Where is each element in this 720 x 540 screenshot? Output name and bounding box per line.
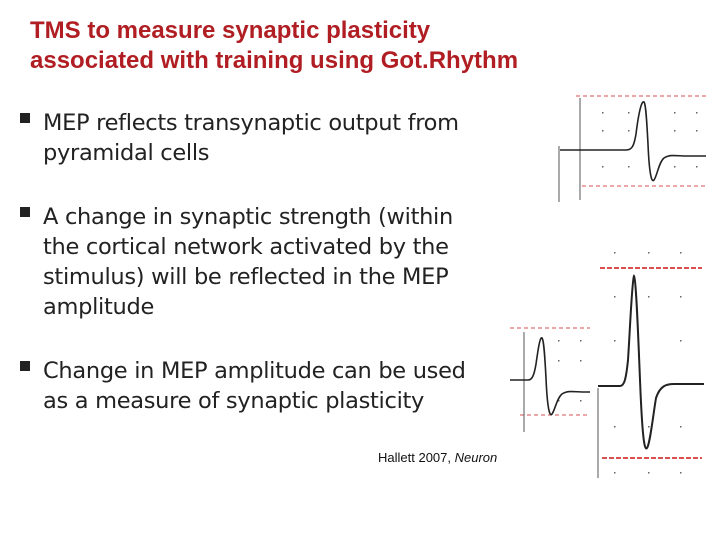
citation-journal: Neuron bbox=[454, 450, 498, 465]
slide-title: TMS to measure synaptic plasticity assoc… bbox=[30, 16, 630, 76]
citation: Hallett 2007, Neuron bbox=[378, 450, 497, 465]
title-line-2: associated with training using Got.Rhyth… bbox=[30, 47, 519, 74]
bullet-line: A change in synaptic strength (within bbox=[43, 204, 453, 230]
bullet-item-mep-output: MEP reflects transynaptic output from py… bbox=[20, 108, 520, 168]
bullet-line: pyramidal cells bbox=[43, 140, 210, 166]
bullet-line: Change in MEP amplitude can be used bbox=[43, 358, 466, 384]
citation-author: Hallett 2007, bbox=[378, 450, 455, 465]
grid-dots bbox=[558, 340, 582, 402]
waveform bbox=[598, 274, 704, 450]
bullet-item-synaptic-strength: A change in synaptic strength (within th… bbox=[20, 202, 520, 322]
bullet-list: MEP reflects transynaptic output from py… bbox=[20, 108, 520, 450]
bullet-line: amplitude bbox=[43, 294, 154, 320]
grid-dots bbox=[602, 112, 698, 168]
mep-trace-small-top bbox=[558, 95, 706, 202]
bullet-line: the cortical network activated by the bbox=[43, 234, 449, 260]
bullet-line: stimulus) will be reflected in the MEP bbox=[43, 264, 449, 290]
mep-trace-small-middle bbox=[510, 327, 590, 432]
bullet-line: MEP reflects transynaptic output from bbox=[43, 110, 459, 136]
square-bullet-icon bbox=[20, 207, 30, 217]
mep-trace-large bbox=[597, 252, 704, 478]
title-line-1: TMS to measure synaptic plasticity bbox=[30, 17, 431, 44]
waveform bbox=[510, 337, 590, 416]
grid-dots bbox=[614, 252, 682, 474]
square-bullet-icon bbox=[20, 113, 30, 123]
waveform bbox=[560, 101, 706, 182]
square-bullet-icon bbox=[20, 361, 30, 371]
bullet-item-plasticity-measure: Change in MEP amplitude can be used as a… bbox=[20, 356, 520, 416]
bullet-line: as a measure of synaptic plasticity bbox=[43, 388, 425, 414]
